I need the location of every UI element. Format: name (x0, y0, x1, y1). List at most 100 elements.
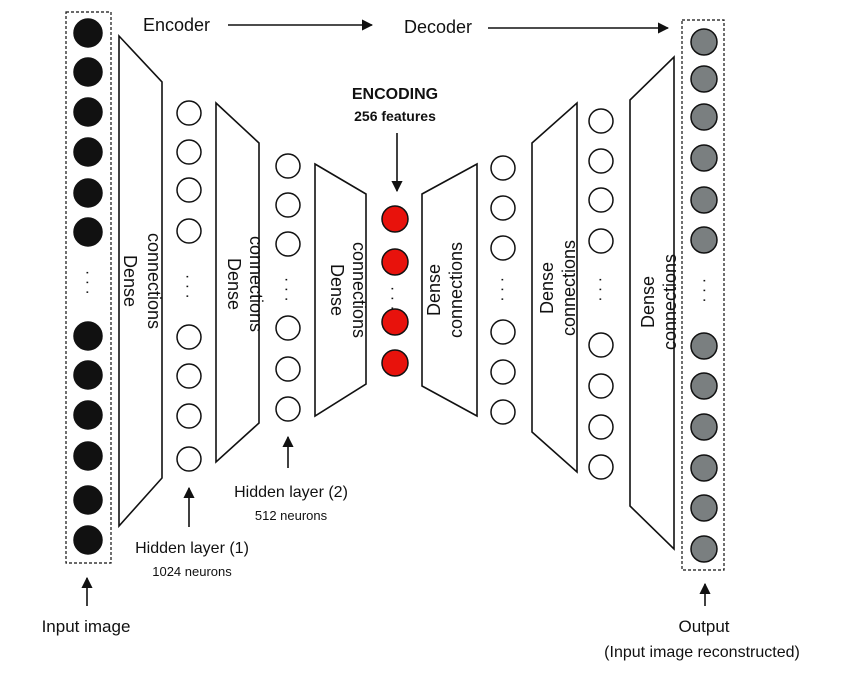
dense-label-enc3-line2: connections (349, 242, 369, 338)
output-node-3 (690, 103, 718, 131)
hidden2-title: Hidden layer (2) (234, 484, 348, 501)
decoder-hidden1-node-7 (588, 414, 614, 440)
decoder-hidden1-node-5 (588, 332, 614, 358)
dense-label-enc1-line2: connections (144, 233, 164, 329)
encoding-node-2 (381, 248, 409, 276)
output-node-5 (690, 186, 718, 214)
hidden1-title: Hidden layer (1) (135, 540, 249, 557)
hidden2-node-6 (275, 396, 301, 422)
output-label: Output (678, 617, 729, 636)
hidden1-node-8 (176, 446, 202, 472)
hidden2-node-4 (275, 315, 301, 341)
dense-label-dec1-line2: connections (446, 242, 466, 338)
output-node-11 (690, 494, 718, 522)
dense-block-decoder-2 (531, 101, 578, 474)
encoding-node-4 (381, 349, 409, 377)
hidden1-node-2 (176, 139, 202, 165)
output-node-2 (690, 65, 718, 93)
hidden1-node-5 (176, 324, 202, 350)
hidden1-node-4 (176, 218, 202, 244)
decoder-hidden2-node-4 (490, 319, 516, 345)
decoder-hidden-layer-1 (588, 108, 614, 480)
decoder-hidden1-node-4 (588, 228, 614, 254)
input-layer (73, 18, 103, 555)
output-node-10 (690, 454, 718, 482)
decoder-hidden1-node-8 (588, 454, 614, 480)
input-node-11 (73, 485, 103, 515)
decoder-hidden2-node-2 (490, 195, 516, 221)
decoder-hidden2-node-6 (490, 399, 516, 425)
dense-label-enc2-line1: Dense (224, 258, 244, 310)
decoder-hidden2-node-5 (490, 359, 516, 385)
input-node-4 (73, 137, 103, 167)
dense-label-dec2-line2: connections (559, 240, 579, 336)
hidden1-node-7 (176, 403, 202, 429)
decoder-hidden1-ellipsis: · · · (592, 277, 609, 302)
hidden-layer-1 (176, 100, 202, 472)
output-node-7 (690, 332, 718, 360)
input-node-5 (73, 178, 103, 208)
hidden2-node-2 (275, 192, 301, 218)
output-node-12 (690, 535, 718, 563)
input-node-10 (73, 441, 103, 471)
input-node-8 (73, 360, 103, 390)
output-node-4 (690, 144, 718, 172)
input-node-1 (73, 18, 103, 48)
encoding-title: ENCODING (352, 86, 438, 103)
dense-label-enc1-line1: Dense (120, 255, 140, 307)
hidden2-ellipsis: · · · (278, 277, 295, 302)
hidden2-node-1 (275, 153, 301, 179)
dense-block-encoder-1 (118, 33, 163, 529)
input-node-9 (73, 400, 103, 430)
hidden1-node-3 (176, 177, 202, 203)
input-label: Input image (42, 617, 131, 636)
output-node-1 (690, 28, 718, 56)
hidden2-node-3 (275, 231, 301, 257)
encoding-ellipsis: · · · (384, 286, 401, 311)
output-sublabel: (Input image reconstructed) (604, 644, 800, 661)
hidden1-node-1 (176, 100, 202, 126)
hidden-layer-2 (275, 153, 301, 422)
decoder-hidden-layer-2 (490, 155, 516, 425)
input-node-12 (73, 525, 103, 555)
dense-block-encoder-3 (314, 162, 367, 418)
hidden1-ellipsis: · · · (179, 274, 196, 299)
encoding-node-3 (381, 308, 409, 336)
encoder-label: Encoder (143, 15, 210, 35)
dense-label-dec3-line2: connections (660, 254, 680, 350)
output-node-9 (690, 413, 718, 441)
output-layer (690, 28, 718, 563)
decoder-hidden2-ellipsis: · · · (494, 277, 511, 302)
input-node-2 (73, 57, 103, 87)
dense-block-decoder-3 (629, 55, 675, 551)
decoder-hidden1-node-1 (588, 108, 614, 134)
encoding-subtitle: 256 features (354, 108, 436, 124)
dense-label-enc2-line2: connections (246, 236, 266, 332)
decoder-label: Decoder (404, 17, 472, 37)
dense-label-dec2-line1: Dense (537, 262, 557, 314)
output-node-8 (690, 372, 718, 400)
hidden2-node-5 (275, 356, 301, 382)
hidden1-subtitle: 1024 neurons (152, 564, 232, 579)
input-ellipsis: · · · (79, 270, 96, 295)
input-node-6 (73, 217, 103, 247)
input-node-3 (73, 97, 103, 127)
dense-block-decoder-1 (421, 162, 478, 418)
encoding-layer (381, 205, 409, 377)
hidden1-node-6 (176, 363, 202, 389)
input-layer-box (65, 11, 112, 564)
output-ellipsis: · · · (696, 278, 713, 303)
decoder-hidden2-node-1 (490, 155, 516, 181)
decoder-hidden1-node-6 (588, 373, 614, 399)
input-node-7 (73, 321, 103, 351)
hidden2-subtitle: 512 neurons (255, 508, 328, 523)
dense-label-dec3-line1: Dense (638, 276, 658, 328)
output-layer-box (681, 19, 725, 571)
dense-label-enc3-line1: Dense (327, 264, 347, 316)
decoder-hidden2-node-3 (490, 235, 516, 261)
decoder-hidden1-node-2 (588, 148, 614, 174)
dense-label-dec1-line1: Dense (424, 264, 444, 316)
dense-block-encoder-2 (215, 101, 260, 464)
output-node-6 (690, 226, 718, 254)
